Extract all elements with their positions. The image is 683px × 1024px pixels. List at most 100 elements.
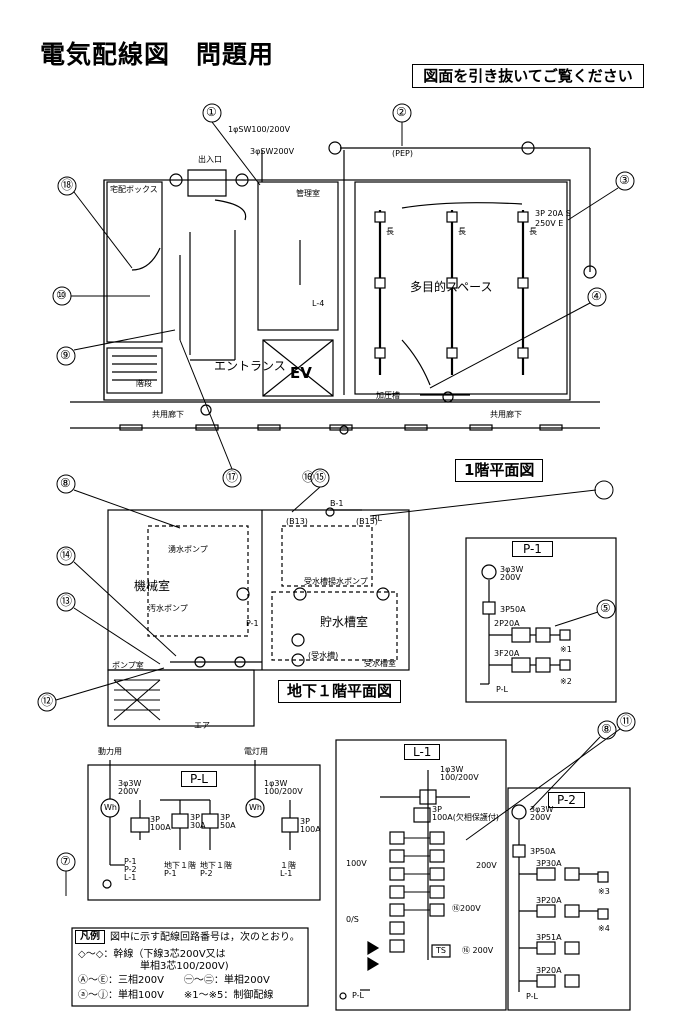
callout-7: ⑦	[60, 854, 71, 868]
pl-dest3: １階 L-1	[280, 861, 296, 878]
p2-ground: P-L	[526, 992, 538, 1001]
pl-left-supply: 3φ3W 200V	[118, 779, 142, 796]
p1-supply: 3φ3W 200V	[500, 565, 524, 582]
p1-branch2: 3F20A	[494, 649, 520, 658]
label-panel-3p: 3P 20A S	[535, 209, 571, 218]
legend-line1: ◇～◇：幹線（下線3芯200V又は	[78, 949, 226, 960]
label-water-tank-room: 貯水槽室	[320, 615, 369, 629]
l1-ts: TS	[436, 946, 446, 955]
label-long-1: 長	[386, 227, 394, 236]
l1-title: L-1	[404, 744, 441, 760]
label-long-2: 長	[458, 227, 466, 236]
callout-18: ⑱	[61, 178, 74, 192]
pl-left-head: 動力用	[98, 747, 122, 756]
l1-ground: P-L	[352, 991, 364, 1000]
callout-5: ⑤	[600, 601, 611, 615]
label-pump-drain: 湧水ポンプ	[168, 545, 208, 554]
label-pep: (PEP)	[392, 149, 413, 158]
label-p1-panel: P-1	[246, 619, 259, 628]
pl-right-supply: 1φ3W 100/200V	[264, 779, 303, 796]
pl-feeds: P-1 P-2 L-1	[124, 857, 137, 882]
label-machine-room: 機械室	[134, 579, 171, 593]
label-ev: EV	[290, 364, 312, 382]
pl-right-head: 電灯用	[244, 747, 268, 756]
floor1-outline	[103, 179, 571, 401]
p2-diagram	[507, 787, 631, 1011]
stairs	[106, 347, 163, 394]
p1-ground: P-L	[496, 685, 508, 694]
pl-dest1: 地下１階 P-1	[164, 861, 196, 878]
l1-os: 0/S	[346, 915, 359, 924]
label-air: エア	[194, 721, 210, 730]
p2-note3: ※3	[598, 887, 610, 896]
callout-2: ②	[396, 105, 407, 119]
p2-branch3: 3P51A	[536, 933, 562, 942]
p1-diagram	[465, 537, 617, 703]
callout-13: ⑬	[60, 594, 73, 608]
label-l4: L-4	[312, 299, 325, 308]
l1-ts-out: ⑯ 200V	[462, 946, 494, 955]
label-panel-250: 250V E	[535, 219, 564, 228]
pl-diagram	[87, 764, 321, 901]
label-entrance: 出入口	[198, 155, 222, 164]
p1-branch1: 2P20A	[494, 619, 520, 628]
callout-8b: ⑧	[601, 722, 612, 736]
notice-box: 図面を引き抜いてご覧ください	[412, 64, 644, 88]
pl-branch2: 3P 50A	[220, 813, 236, 830]
legend-line3: ⓐ～ⓙ：単相100V ※1～※5：制御配線	[78, 990, 274, 1001]
callout-3: ③	[619, 173, 630, 187]
callout-16: ⑯	[302, 470, 315, 484]
label-tank-room: 受水槽室	[364, 659, 396, 668]
label-multipurpose: 多目的スペース	[410, 280, 493, 294]
callout-14: ⑭	[60, 548, 73, 562]
label-corridor-right: 共用廊下	[490, 410, 522, 419]
label-stairs: 階段	[136, 379, 152, 388]
callout-8: ⑧	[60, 476, 71, 490]
label-pump-tank: 受水槽揚水ポンプ	[304, 577, 368, 586]
pl-title: P-L	[181, 771, 217, 787]
p2-note4: ※4	[598, 924, 610, 933]
p2-supply: 3φ3W 200V	[530, 805, 554, 822]
p2-branch4: 3P20A	[536, 966, 562, 975]
basement-title: 地下１階平面図	[278, 680, 402, 703]
legend-line2: Ⓐ～Ⓔ：三相200V ㊀～㊁：単相200V	[78, 975, 270, 986]
l1-supply: 1φ3W 100/200V	[440, 765, 479, 782]
label-sw-100-200: 1φSW100/200V	[228, 125, 291, 134]
callout-4: ④	[591, 289, 602, 303]
basement-outline	[107, 509, 410, 671]
label-sw-200: 3φSW200V	[250, 147, 295, 156]
callout-9: ⑨	[60, 348, 71, 362]
p2-title: P-2	[548, 792, 585, 808]
p1-note2: ※2	[560, 677, 572, 686]
pl-dest2: 地下１階 P-2	[200, 861, 232, 878]
label-long-3: 長	[529, 227, 537, 236]
label-b13: (B13)	[286, 517, 308, 526]
l1-diagram	[335, 739, 507, 1011]
pl-main-left: 3P 100A	[150, 815, 171, 832]
label-pump-sewage: 汚水ポンプ	[148, 604, 188, 613]
l1-200v-b: ⑯200V	[452, 904, 481, 913]
management-room	[257, 181, 339, 331]
callout-15: ⑮	[314, 470, 327, 484]
label-b15: (B15)	[356, 517, 378, 526]
pump-room-annex	[107, 669, 255, 727]
label-b1: B-1	[330, 499, 344, 508]
p2-branch1: 3P30A	[536, 859, 562, 868]
floor1-title: 1階平面図	[455, 459, 544, 482]
callout-10: ⑩	[56, 288, 67, 302]
label-entrance-hall: エントランス	[214, 359, 286, 373]
p2-main: 3P50A	[530, 847, 556, 856]
label-management: 管理室	[296, 189, 320, 198]
l1-100v: 100V	[346, 859, 367, 868]
delivery-box-room	[106, 181, 163, 343]
label-rl: RL	[372, 514, 383, 523]
p1-main: 3P50A	[500, 605, 526, 614]
pl-branch1: 3P 30A	[190, 813, 206, 830]
callout-17: ⑰	[226, 470, 239, 484]
l1-200v: 200V	[476, 861, 497, 870]
callout-12: ⑫	[41, 694, 54, 708]
legend-head: 凡例	[75, 930, 105, 944]
label-corridor-left: 共用廊下	[152, 410, 184, 419]
label-pump-room: ポンプ室	[112, 661, 144, 670]
